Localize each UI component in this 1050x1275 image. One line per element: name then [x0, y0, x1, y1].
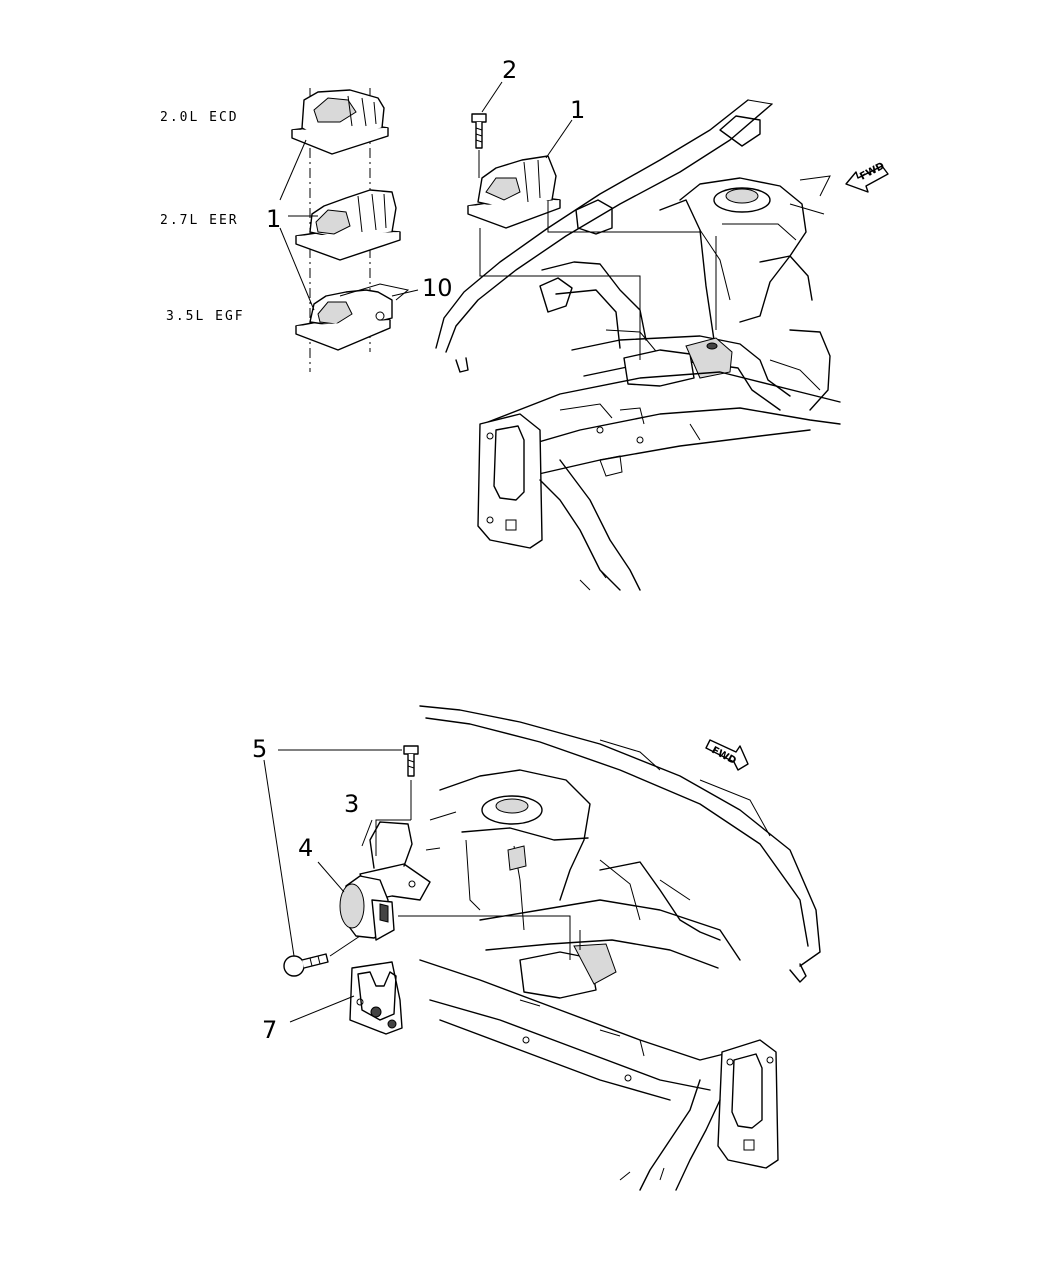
bottom-bolt-horizontal: [283, 953, 329, 977]
callout-bottom-bracket: 3: [344, 790, 359, 818]
top-frame-assembly: FWD: [435, 81, 889, 591]
callout-bottom-mount: 4: [298, 834, 313, 862]
callout-inset-heat-shield: 10: [422, 274, 453, 302]
bottom-frame-assembly: FWD: [263, 705, 821, 1191]
fwd-arrow-top: FWD: [845, 161, 889, 193]
bottom-bracket-and-mount: [339, 821, 431, 941]
callout-top-mount: 1: [570, 96, 585, 124]
callout-inset-mount: 1: [266, 205, 281, 233]
mount-variant-eer: [295, 189, 401, 261]
callout-bottom-support: 7: [262, 1016, 277, 1044]
engine-label-ecd: 2.0L ECD: [160, 110, 239, 125]
mount-variant-ecd: [291, 89, 389, 155]
bottom-support: [349, 961, 403, 1035]
top-bolt: [471, 113, 487, 149]
top-mount: [467, 155, 561, 229]
engine-variant-inset: [279, 88, 419, 372]
fwd-arrow-bottom: FWD: [705, 739, 749, 771]
engine-label-egf: 3.5L EGF: [166, 309, 245, 324]
callout-top-bolt: 2: [502, 56, 517, 84]
engine-label-eer: 2.7L EER: [160, 213, 239, 228]
bottom-bolt-vertical: [403, 745, 419, 777]
callout-bottom-bolt: 5: [252, 735, 267, 763]
mount-variant-egf: [295, 283, 410, 351]
